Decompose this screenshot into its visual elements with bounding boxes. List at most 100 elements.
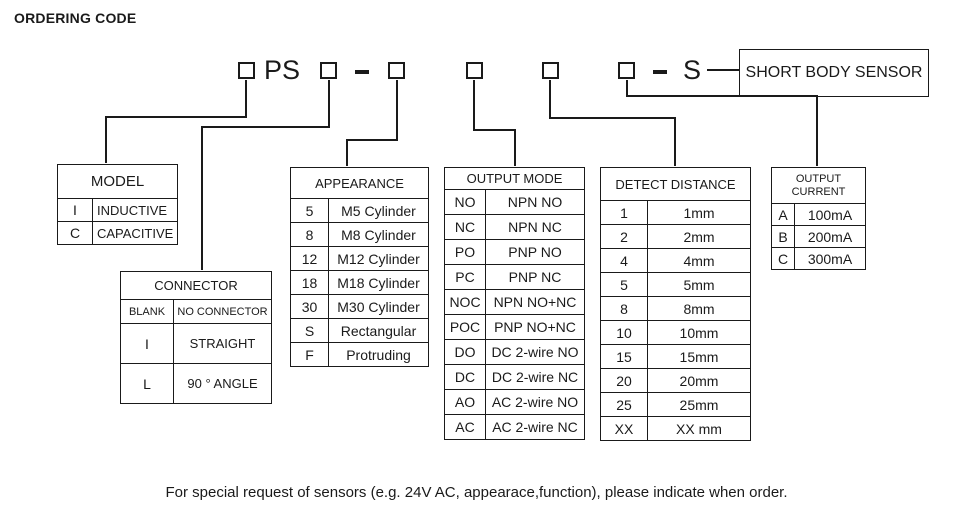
output-mode-label: NPN NO+NC xyxy=(485,289,585,315)
connector-label: STRAIGHT xyxy=(173,323,272,364)
model-label: CAPACITIVE xyxy=(92,221,178,245)
output-current-code: A xyxy=(771,203,795,226)
detect-distance-code: 25 xyxy=(600,392,648,417)
appearance-label: M8 Cylinder xyxy=(328,222,429,247)
table-row: C CAPACITIVE xyxy=(57,221,178,245)
output-mode-code: PC xyxy=(444,264,486,290)
output-mode-label: PNP NO+NC xyxy=(485,314,585,340)
appearance-label: M5 Cylinder xyxy=(328,198,429,223)
output-current-label: 300mA xyxy=(794,247,866,270)
connector-header: CONNECTOR xyxy=(120,271,272,300)
connector-code: L xyxy=(120,363,174,404)
connector-label: NO CONNECTOR xyxy=(173,299,272,324)
appearance-label: M12 Cylinder xyxy=(328,246,429,271)
appearance-label: Protruding xyxy=(328,342,429,367)
output-current-header: OUTPUT CURRENT xyxy=(771,167,866,204)
code-slot-output-current xyxy=(618,62,635,79)
code-slot-appearance xyxy=(388,62,405,79)
output-mode-code: POC xyxy=(444,314,486,340)
appearance-code: 30 xyxy=(290,294,329,319)
output-mode-code: PO xyxy=(444,239,486,265)
output-mode-label: PNP NC xyxy=(485,264,585,290)
connector-label: 90 ° ANGLE xyxy=(173,363,272,404)
connector-table: CONNECTOR BLANK NO CONNECTOR I STRAIGHT … xyxy=(120,271,272,404)
appearance-label: M18 Cylinder xyxy=(328,270,429,295)
output-mode-code: AC xyxy=(444,414,486,440)
detect-distance-code: 15 xyxy=(600,344,648,369)
table-row: L 90 ° ANGLE xyxy=(120,363,272,404)
detect-distance-code: XX xyxy=(600,416,648,441)
detect-distance-code: 2 xyxy=(600,224,648,249)
code-slot-model xyxy=(238,62,255,79)
appearance-code: 8 xyxy=(290,222,329,247)
code-slot-detect-distance xyxy=(542,62,559,79)
output-current-header-line1: OUTPUT xyxy=(795,172,842,185)
detect-distance-code: 8 xyxy=(600,296,648,321)
detect-distance-label: 1mm xyxy=(647,200,751,225)
code-slot-connector xyxy=(320,62,337,79)
model-header: MODEL xyxy=(57,164,178,199)
output-mode-label: AC 2-wire NO xyxy=(485,389,585,415)
page-title: ORDERING CODE xyxy=(14,10,137,26)
output-current-code: C xyxy=(771,247,795,270)
model-label: INDUCTIVE xyxy=(92,198,178,222)
connector-code: I xyxy=(120,323,174,364)
output-mode-code: DC xyxy=(444,364,486,390)
code-slot-output-mode xyxy=(466,62,483,79)
appearance-label: Rectangular xyxy=(328,318,429,343)
model-table: MODEL I INDUCTIVE C CAPACITIVE xyxy=(57,164,178,245)
output-current-label: 100mA xyxy=(794,203,866,226)
output-mode-code: NO xyxy=(444,189,486,215)
output-mode-label: PNP NO xyxy=(485,239,585,265)
detect-distance-code: 4 xyxy=(600,248,648,273)
output-mode-label: NPN NO xyxy=(485,189,585,215)
output-mode-label: DC 2-wire NC xyxy=(485,364,585,390)
appearance-code: S xyxy=(290,318,329,343)
appearance-header: APPEARANCE xyxy=(290,167,429,199)
appearance-code: F xyxy=(290,342,329,367)
table-row: I INDUCTIVE xyxy=(57,198,178,222)
detect-distance-code: 5 xyxy=(600,272,648,297)
footer-note: For special request of sensors (e.g. 24V… xyxy=(165,484,788,501)
code-s: S xyxy=(683,55,702,85)
output-mode-code: NC xyxy=(444,214,486,240)
output-mode-code: AO xyxy=(444,389,486,415)
output-mode-label: NPN NC xyxy=(485,214,585,240)
detect-distance-label: 4mm xyxy=(647,248,751,273)
code-dash xyxy=(355,70,369,74)
detect-distance-label: 20mm xyxy=(647,368,751,393)
output-current-header-line2: CURRENT xyxy=(791,185,846,198)
appearance-code: 5 xyxy=(290,198,329,223)
appearance-label: M30 Cylinder xyxy=(328,294,429,319)
code-dash xyxy=(653,70,667,74)
code-ps: PS xyxy=(264,55,301,85)
detect-distance-code: 20 xyxy=(600,368,648,393)
